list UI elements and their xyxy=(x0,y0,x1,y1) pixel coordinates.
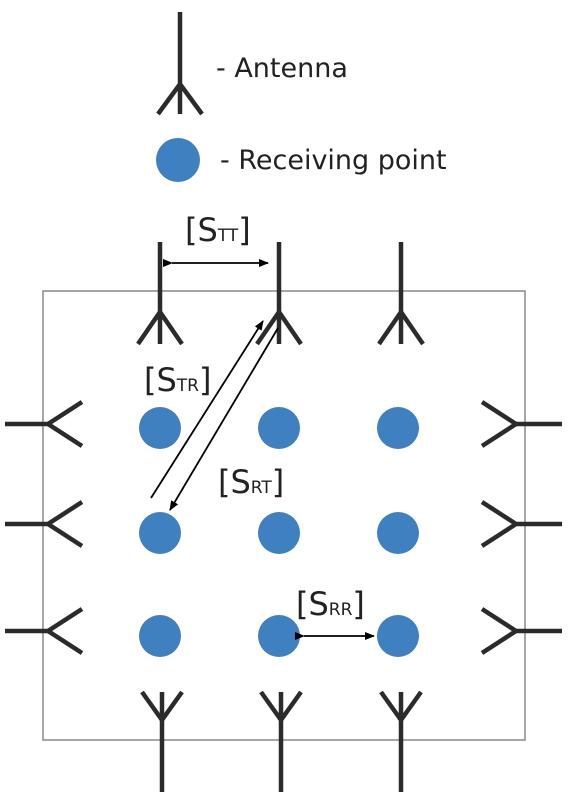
legend: - Antenna - Receiving point xyxy=(156,12,447,182)
top-antennas xyxy=(136,242,425,346)
receiving-points xyxy=(139,407,419,657)
antenna-icon xyxy=(259,690,303,792)
antenna-icon xyxy=(255,242,303,346)
receiving-point xyxy=(377,615,419,657)
bottom-antennas xyxy=(140,690,423,792)
receiving-point xyxy=(139,512,181,554)
antenna-icon xyxy=(480,500,562,548)
legend-antenna-icon xyxy=(156,12,204,116)
antenna-icon xyxy=(480,607,562,655)
receiving-point xyxy=(258,407,300,449)
antenna-icon xyxy=(140,690,184,792)
stt-label: [STT] xyxy=(185,211,251,249)
antenna-icon xyxy=(5,400,84,448)
str-label: [STR] xyxy=(144,361,211,399)
array-frame xyxy=(42,290,526,741)
legend-receiving-point-icon xyxy=(156,138,200,182)
legend-receiving-point-label: - Receiving point xyxy=(220,145,447,176)
antenna-icon xyxy=(379,690,423,792)
antenna-icon xyxy=(5,607,84,655)
receiving-point xyxy=(258,512,300,554)
antenna-icon xyxy=(377,242,425,346)
antenna-icon xyxy=(480,400,562,448)
antenna-icon xyxy=(136,242,184,346)
receiving-point xyxy=(377,407,419,449)
str-arrow xyxy=(150,320,264,499)
legend-antenna-label: - Antenna xyxy=(216,53,348,84)
left-antennas xyxy=(5,400,84,655)
srr-label: [SRR] xyxy=(296,585,365,623)
srt-arrow xyxy=(169,327,279,511)
receiving-point xyxy=(377,512,419,554)
srt-label: [SRT] xyxy=(218,463,284,501)
antenna-icon xyxy=(5,500,84,548)
right-antennas xyxy=(480,400,562,655)
receiving-point xyxy=(139,407,181,449)
receiving-point xyxy=(139,615,181,657)
receiving-point xyxy=(258,615,300,657)
